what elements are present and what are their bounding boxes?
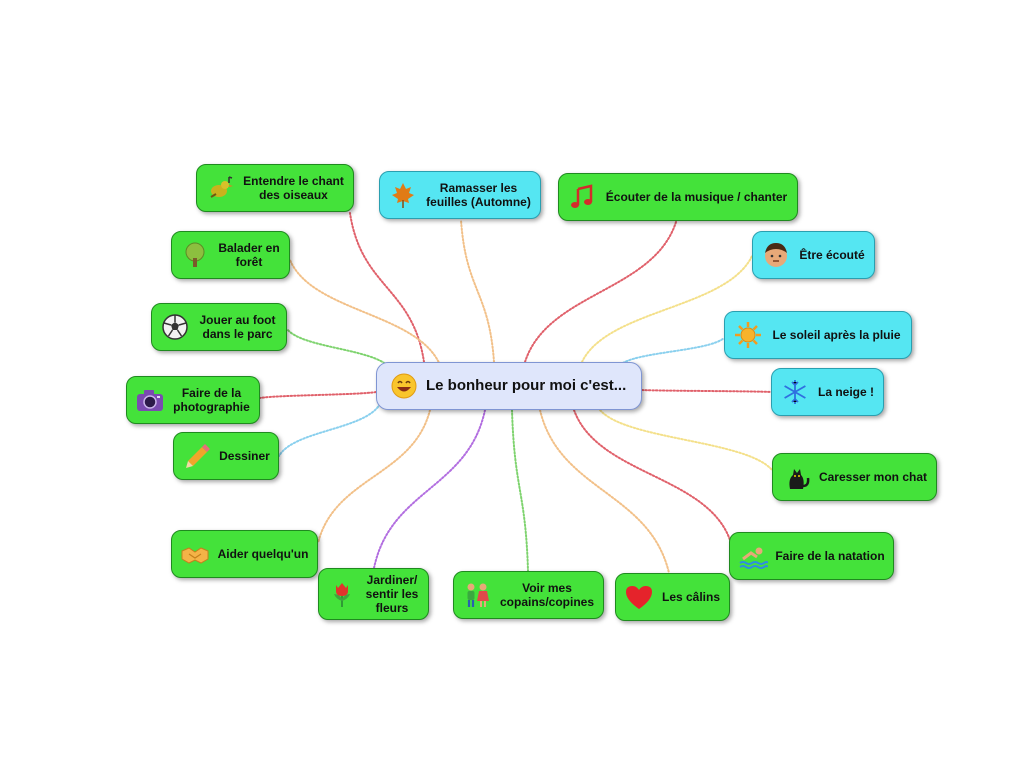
handshake-icon bbox=[180, 539, 210, 569]
central-topic[interactable]: Le bonheur pour moi c'est... bbox=[376, 362, 642, 410]
topic-label: Le soleil après la pluie bbox=[772, 328, 901, 342]
bird-icon bbox=[205, 173, 235, 203]
topic-label: Jouer au foot dans le parc bbox=[199, 313, 276, 341]
topic-photo[interactable]: Faire de la photographie bbox=[126, 376, 260, 424]
topic-draw[interactable]: Dessiner bbox=[173, 432, 279, 480]
cat-icon bbox=[781, 462, 811, 492]
heart-icon bbox=[624, 582, 654, 612]
snowflake-icon bbox=[780, 377, 810, 407]
music-note-icon bbox=[567, 182, 597, 212]
link-draw bbox=[278, 403, 381, 457]
camera-icon bbox=[135, 385, 165, 415]
topic-label: Caresser mon chat bbox=[818, 470, 928, 484]
tulip-icon bbox=[327, 579, 357, 609]
topic-label: Ramasser les feuilles (Automne) bbox=[426, 181, 531, 209]
topic-leaves[interactable]: Ramasser les feuilles (Automne) bbox=[379, 171, 541, 219]
link-garden bbox=[373, 409, 486, 569]
topic-label: Entendre le chant des oiseaux bbox=[243, 174, 344, 202]
topic-label: Jardiner/ sentir les fleurs bbox=[365, 573, 419, 615]
topic-cat[interactable]: Caresser mon chat bbox=[772, 453, 937, 501]
link-birds bbox=[349, 212, 425, 363]
link-forest bbox=[289, 259, 441, 366]
link-photo bbox=[259, 391, 377, 399]
topic-foot[interactable]: Jouer au foot dans le parc bbox=[151, 303, 287, 351]
topic-garden[interactable]: Jardiner/ sentir les fleurs bbox=[318, 568, 429, 620]
link-leaves bbox=[460, 219, 495, 363]
link-sun bbox=[619, 337, 725, 366]
maple-leaf-icon bbox=[388, 180, 418, 210]
topic-forest[interactable]: Balader en forêt bbox=[171, 231, 290, 279]
topic-label: Écouter de la musique / chanter bbox=[605, 190, 788, 204]
sun-icon bbox=[733, 320, 763, 350]
topic-label: Aider quelqu'un bbox=[217, 547, 309, 561]
grinning-face-icon bbox=[389, 371, 419, 401]
face-icon bbox=[761, 240, 791, 270]
link-swim bbox=[573, 409, 731, 541]
topic-birds[interactable]: Entendre le chant des oiseaux bbox=[196, 164, 354, 212]
topic-listened[interactable]: Être écouté bbox=[752, 231, 875, 279]
topic-label: Faire de la natation bbox=[775, 549, 885, 563]
link-foot bbox=[286, 328, 391, 369]
topic-music[interactable]: Écouter de la musique / chanter bbox=[558, 173, 798, 221]
friends-icon bbox=[462, 580, 492, 610]
pencil-icon bbox=[182, 441, 212, 471]
topic-label: Faire de la photographie bbox=[173, 386, 250, 414]
topic-hugs[interactable]: Les câlins bbox=[615, 573, 730, 621]
central-topic-label: Le bonheur pour moi c'est... bbox=[426, 377, 627, 394]
swimmer-icon bbox=[738, 541, 768, 571]
topic-swim[interactable]: Faire de la natation bbox=[729, 532, 894, 580]
topic-label: Les câlins bbox=[661, 590, 721, 604]
link-hugs bbox=[539, 409, 670, 574]
link-help bbox=[317, 409, 431, 544]
tree-icon bbox=[180, 240, 210, 270]
link-listened bbox=[581, 255, 753, 363]
topic-label: Dessiner bbox=[219, 449, 270, 463]
topic-help[interactable]: Aider quelqu'un bbox=[171, 530, 318, 578]
link-snow bbox=[641, 389, 772, 393]
link-music bbox=[524, 221, 677, 363]
link-friends bbox=[511, 409, 529, 572]
topic-label: Voir mes copains/copines bbox=[499, 581, 595, 609]
topic-label: La neige ! bbox=[817, 385, 874, 399]
topic-snow[interactable]: La neige ! bbox=[771, 368, 884, 416]
topic-friends[interactable]: Voir mes copains/copines bbox=[453, 571, 604, 619]
topic-label: Balader en forêt bbox=[218, 241, 280, 269]
link-cat bbox=[599, 409, 773, 471]
soccer-ball-icon bbox=[160, 312, 190, 342]
topic-sun[interactable]: Le soleil après la pluie bbox=[724, 311, 912, 359]
topic-label: Être écouté bbox=[799, 248, 865, 262]
